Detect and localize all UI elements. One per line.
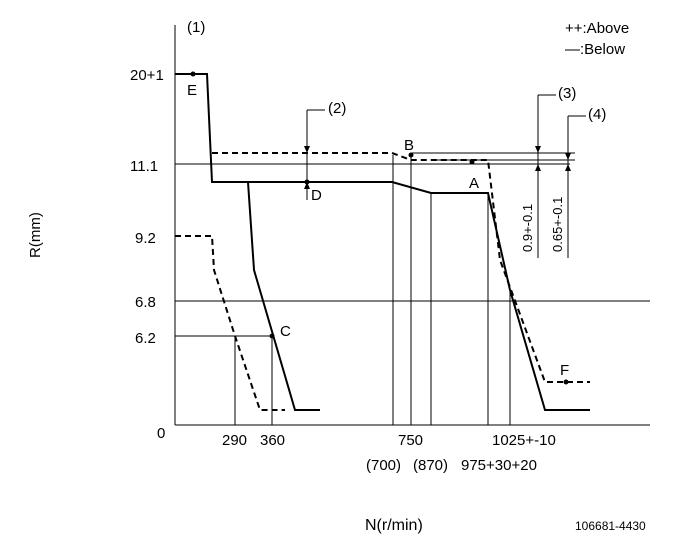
x-tick-label: (870) (413, 457, 448, 474)
x-axis-label: N(r/min) (365, 517, 423, 534)
series-above-line (175, 235, 285, 411)
y-tick-label: 0 (157, 425, 165, 442)
dim-arrowhead-4b (565, 164, 571, 171)
series-above-line-2 (212, 152, 590, 383)
y-tick-label: 9.2 (135, 230, 156, 247)
x-tick-label: 290 (222, 432, 247, 449)
dim-label-0-65: 0.65+-0.1 (550, 197, 565, 252)
y-tick-label: 6.2 (135, 330, 156, 347)
point-label-a: A (469, 175, 479, 192)
dim-arrowhead-3a (535, 146, 541, 153)
x-tick-label: (700) (366, 457, 401, 474)
dim-arrowhead-4a (565, 153, 571, 160)
point-d-marker (304, 179, 310, 185)
series-below-line-2 (248, 181, 590, 411)
y-axis-label: R(mm) (27, 212, 44, 258)
series-below-line (175, 73, 320, 411)
point-c-marker (269, 333, 275, 339)
dim-arrowhead-2b (304, 182, 310, 189)
x-tick-label: 975+30+20 (461, 457, 537, 474)
y-tick-label: 20+1 (130, 67, 164, 84)
dim-arrowhead-2a (304, 146, 310, 153)
x-tick-label: 360 (260, 432, 285, 449)
legend-below: —:Below (565, 41, 625, 58)
legend-above: ++:Above (565, 20, 629, 37)
panel-marker: (1) (187, 19, 205, 36)
callout-2: (2) (328, 100, 346, 117)
dim-label-0-9: 0.9+-0.1 (520, 204, 535, 252)
dim-arrowhead-3b (535, 164, 541, 171)
point-b-marker (408, 152, 414, 158)
y-tick-label: 11.1 (130, 158, 158, 175)
point-f-marker (563, 379, 569, 385)
point-e-marker (190, 71, 196, 77)
point-label-c: C (280, 323, 291, 340)
y-tick-label: 6.8 (135, 294, 156, 311)
point-label-e: E (187, 82, 197, 99)
x-tick-label: 750 (398, 432, 423, 449)
point-label-d: D (311, 187, 322, 204)
callout-4: (4) (588, 106, 606, 123)
drawing-number: 106681-4430 (575, 519, 646, 533)
callout-3: (3) (558, 85, 576, 102)
point-label-f: F (560, 362, 569, 379)
point-label-b: B (404, 137, 414, 154)
point-a-marker (469, 159, 475, 165)
x-tick-label: 1025+-10 (492, 432, 556, 449)
